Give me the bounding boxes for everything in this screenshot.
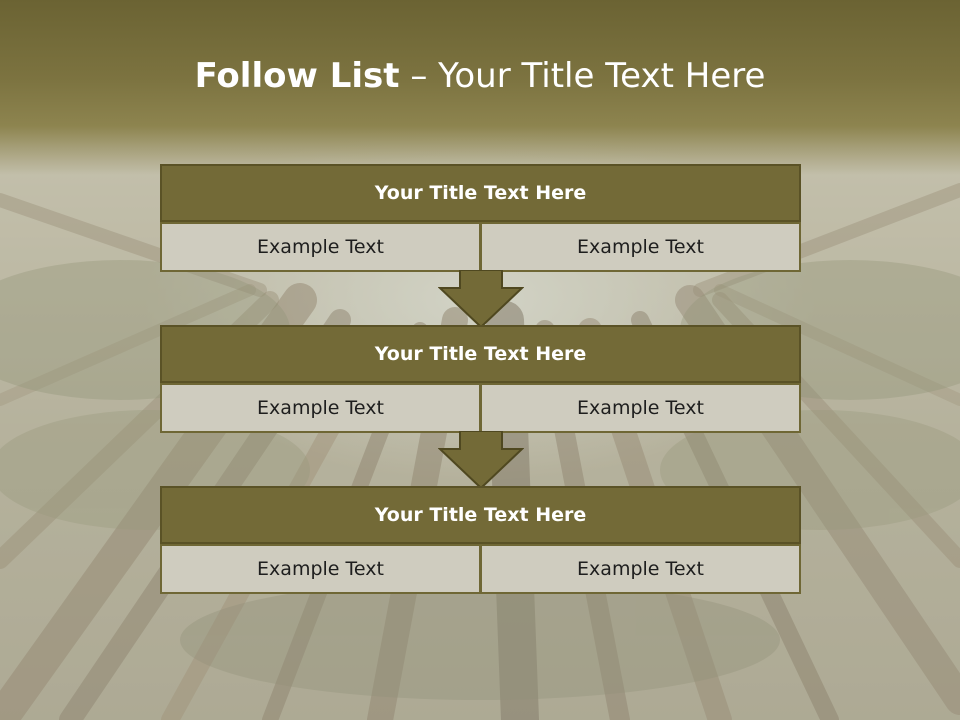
page-title: Follow List – Your Title Text Here [0, 52, 960, 100]
page-title-strong: Follow List [194, 56, 400, 96]
down-arrow-icon [438, 431, 524, 489]
step-3-title: Your Title Text Here [160, 486, 801, 544]
step-1-right-text: Example Text [480, 222, 801, 272]
step-1: Your Title Text Here Example Text Exampl… [160, 164, 801, 272]
step-2-right-text: Example Text [480, 383, 801, 433]
step-1-title: Your Title Text Here [160, 164, 801, 222]
step-2: Your Title Text Here Example Text Exampl… [160, 325, 801, 433]
step-3-right-text: Example Text [480, 544, 801, 594]
step-2-title: Your Title Text Here [160, 325, 801, 383]
step-2-left-text: Example Text [160, 383, 481, 433]
step-3: Your Title Text Here Example Text Exampl… [160, 486, 801, 594]
step-1-left-text: Example Text [160, 222, 481, 272]
down-arrow-icon [438, 270, 524, 328]
step-3-left-text: Example Text [160, 544, 481, 594]
page-title-rest: – Your Title Text Here [399, 56, 766, 96]
header-band [0, 0, 960, 175]
